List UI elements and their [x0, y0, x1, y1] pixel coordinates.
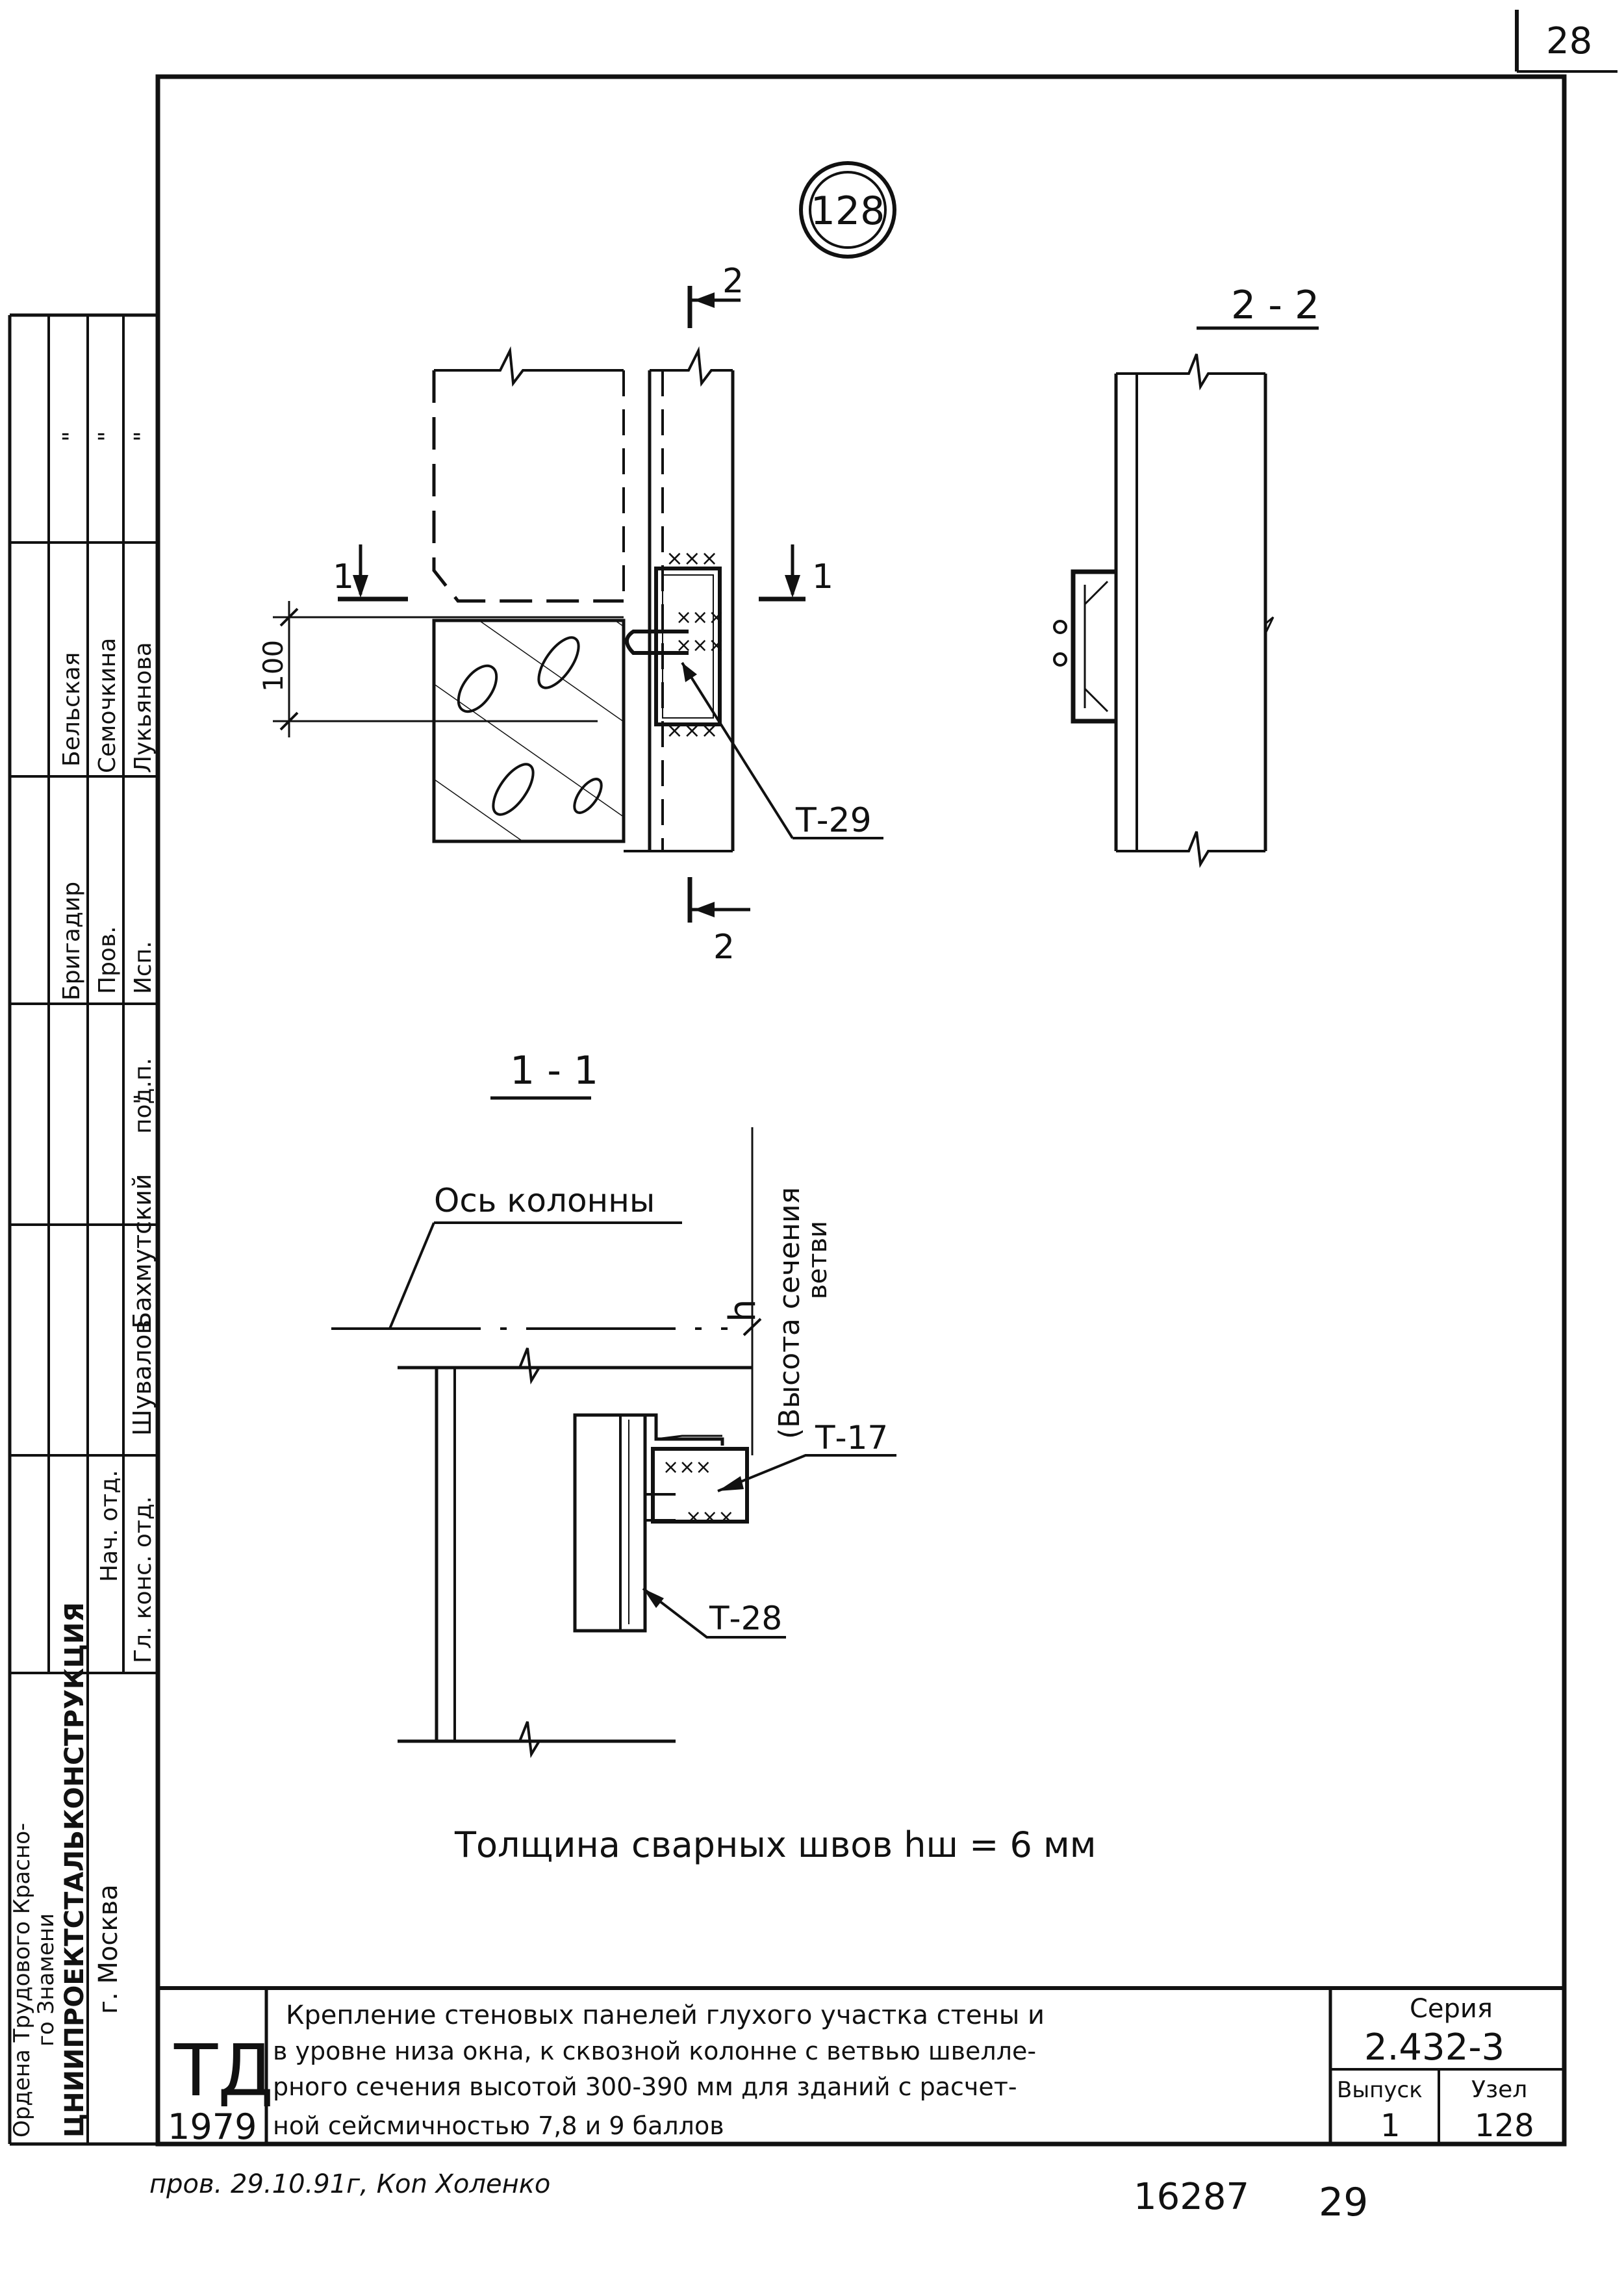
dimension-100: 100	[257, 640, 289, 692]
mark-podp: "	[130, 1093, 157, 1104]
section-mark-1-left: 1	[333, 557, 354, 596]
description-line-2: в уровне низа окна, к сквозной колонне с…	[273, 2037, 1036, 2065]
name-bakhmutsky: Бахмутский	[128, 1174, 157, 1329]
weld-marks-main-4: ×××	[666, 718, 718, 743]
footer-number-1: 16287	[1134, 2176, 1249, 2218]
name-shuvalov: Шувалов	[128, 1320, 157, 1436]
year-label: 1979	[168, 2106, 257, 2147]
issue-value: 1	[1380, 2108, 1401, 2144]
section-1-1-view: 1 - 1 Ось колонны ××× ××× h (Высота сече…	[331, 1048, 896, 1759]
callout-t17: Т-17	[815, 1419, 888, 1457]
role-prov: Пров.	[94, 926, 121, 994]
node-label: Узел	[1471, 2076, 1527, 2103]
section-mark-2-bottom: 2	[713, 928, 735, 967]
title-block: ТД 1979 Крепление стеновых панелей глухо…	[158, 1986, 1564, 2147]
column-axis-label: Ось колонны	[434, 1182, 655, 1219]
node-number: 128	[811, 188, 885, 234]
section-2-2-view: 2 - 2	[1053, 283, 1319, 869]
weld-marks-main-3: ×××	[676, 634, 724, 657]
org-line-2: го Знамени	[33, 1913, 59, 2047]
h-dimension-desc-1: (Высота сечения	[773, 1187, 806, 1439]
issue-label: Выпуск	[1337, 2077, 1423, 2103]
mark-2: "	[94, 431, 121, 442]
org-line-4: г. Москва	[94, 1884, 123, 2014]
section-mark-1-right: 1	[812, 557, 833, 596]
org-line-1: Ордена Трудового Красно-	[9, 1823, 35, 2138]
role-podp: под.п.	[130, 1058, 157, 1134]
node-number-circle: 128	[799, 161, 896, 259]
mark-1: "	[58, 431, 85, 442]
drawing-frame	[155, 74, 1567, 2147]
section-mark-2-top: 2	[722, 262, 744, 301]
h-dimension-desc-2: ветви	[803, 1221, 833, 1299]
footer-number-2: 29	[1319, 2180, 1368, 2225]
org-line-3: ЦНИИПРОЕКТСТАЛЬКОНСТРУКЦИЯ	[60, 1602, 90, 2138]
td-label: ТД	[173, 2029, 273, 2112]
weld-marks-main-2: ×××	[676, 606, 724, 629]
weld-marks-main-1: ×××	[666, 546, 718, 570]
description-line-4: ной сейсмичностью 7,8 и 9 баллов	[273, 2112, 724, 2140]
description-line-3: рного сечения высотой 300-390 мм для зда…	[273, 2073, 1017, 2101]
weld-thickness-note: Толщина сварных швов hш = 6 мм	[454, 1824, 1096, 1865]
page-number-corner: 28	[1515, 10, 1618, 73]
description-line-1: Крепление стеновых панелей глухого участ…	[286, 2000, 1045, 2030]
approval-sidebar: Нач. отд. Гл. конс. отд. Шувалов Бахмутс…	[8, 313, 158, 2146]
role-brigadir: Бригадир	[58, 882, 85, 1001]
series-label: Серия	[1410, 1994, 1493, 2024]
section-2-2-title: 2 - 2	[1231, 283, 1319, 328]
name-belskaya: Бельская	[58, 652, 85, 767]
role-gl-kons: Гл. конс. отд.	[130, 1496, 157, 1663]
section-1-1-title: 1 - 1	[510, 1048, 598, 1093]
node-value: 128	[1475, 2108, 1534, 2144]
mark-3: "	[130, 431, 157, 442]
callout-t28: Т-28	[709, 1600, 782, 1637]
name-lukyanova: Лукьянова	[130, 642, 157, 773]
footer-check-note: пров. 29.10.91г, Коn Холенко	[149, 2169, 550, 2199]
role-nach-otd: Нач. отд.	[96, 1470, 123, 1582]
main-elevation-view: ××× ××× ××× ××× 100 1 1 2 2 Т-	[257, 262, 883, 967]
page-number: 28	[1546, 20, 1592, 62]
name-semochkina: Семочкина	[94, 638, 121, 773]
weld-marks-section-1: ×××	[663, 1456, 711, 1479]
callout-t29: Т-29	[795, 801, 872, 840]
role-isp: Исп.	[130, 941, 157, 994]
h-dimension-label: h	[722, 1299, 764, 1323]
series-value: 2.432-3	[1364, 2026, 1504, 2069]
weld-marks-section-2: ×××	[685, 1506, 734, 1529]
